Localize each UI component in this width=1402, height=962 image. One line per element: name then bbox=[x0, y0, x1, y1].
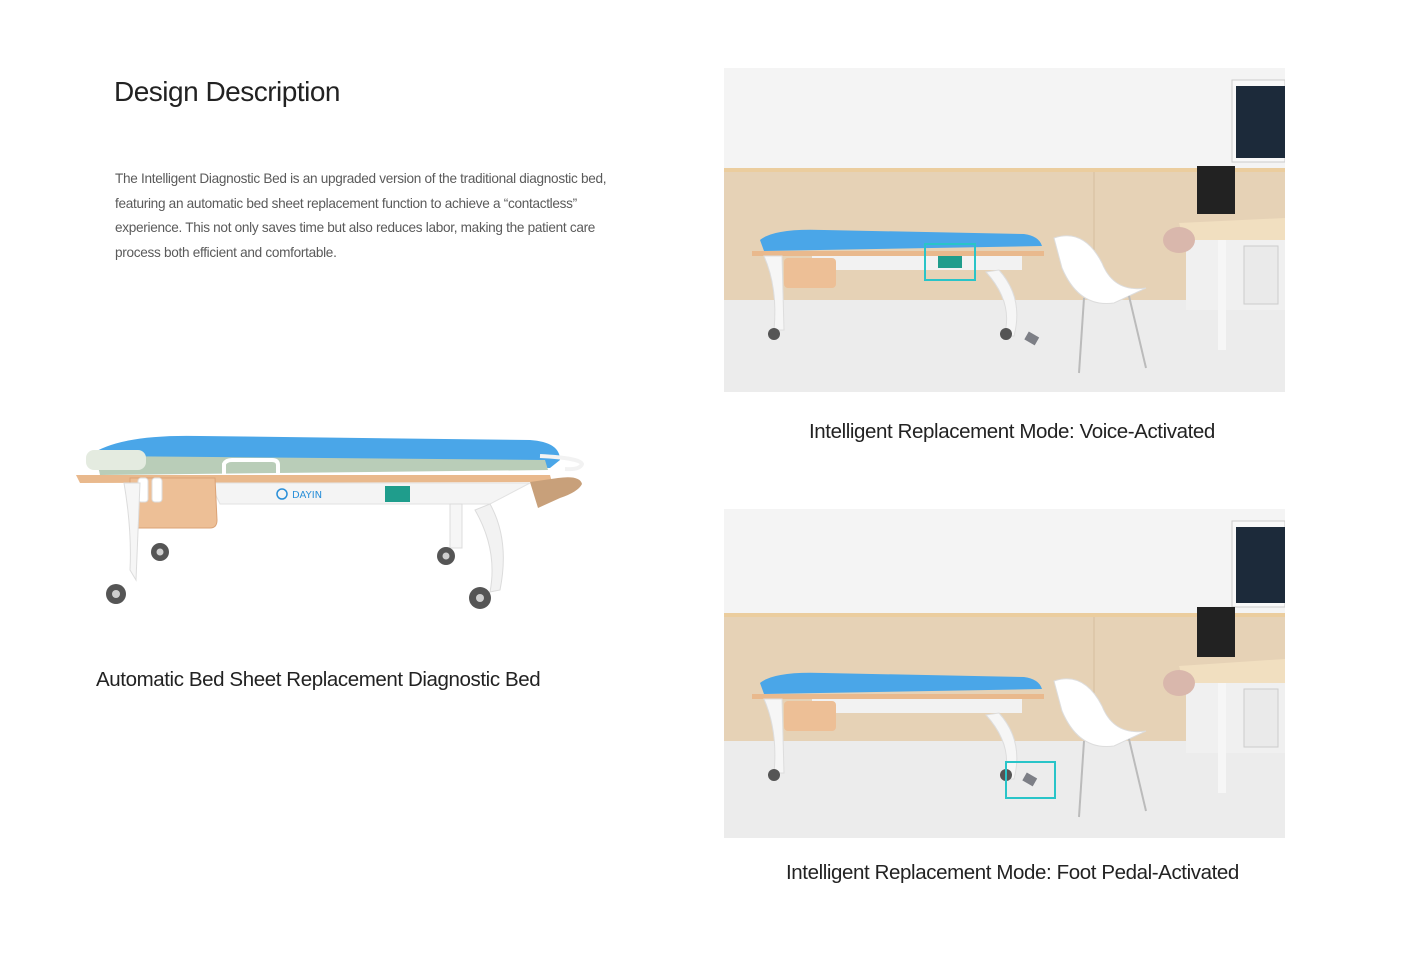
scene-photo-voice bbox=[724, 68, 1285, 392]
product-caption: Automatic Bed Sheet Replacement Diagnost… bbox=[96, 668, 541, 691]
page-title: Design Description bbox=[114, 76, 341, 107]
description-line: featuring an automatic bed sheet replace… bbox=[115, 195, 577, 211]
brand-logo: DAYIN bbox=[292, 490, 322, 501]
description-line: The Intelligent Diagnostic Bed is an upg… bbox=[115, 171, 607, 186]
scene-caption-voice: Intelligent Replacement Mode: Voice-Acti… bbox=[809, 420, 1215, 443]
voice-panel-highlight bbox=[924, 243, 976, 281]
foot-pedal-highlight bbox=[1005, 761, 1056, 799]
scene-photo-foot-pedal bbox=[724, 509, 1285, 838]
description-line: experience. This not only saves time but… bbox=[115, 220, 596, 235]
scene-caption-foot-pedal: Intelligent Replacement Mode: Foot Pedal… bbox=[786, 861, 1239, 884]
design-description: The Intelligent Diagnostic Bed is an upg… bbox=[115, 167, 650, 265]
description-line: process both efficient and comfortable. bbox=[115, 244, 337, 260]
diagnostic-bed-illustration: DAYIN bbox=[76, 435, 585, 609]
